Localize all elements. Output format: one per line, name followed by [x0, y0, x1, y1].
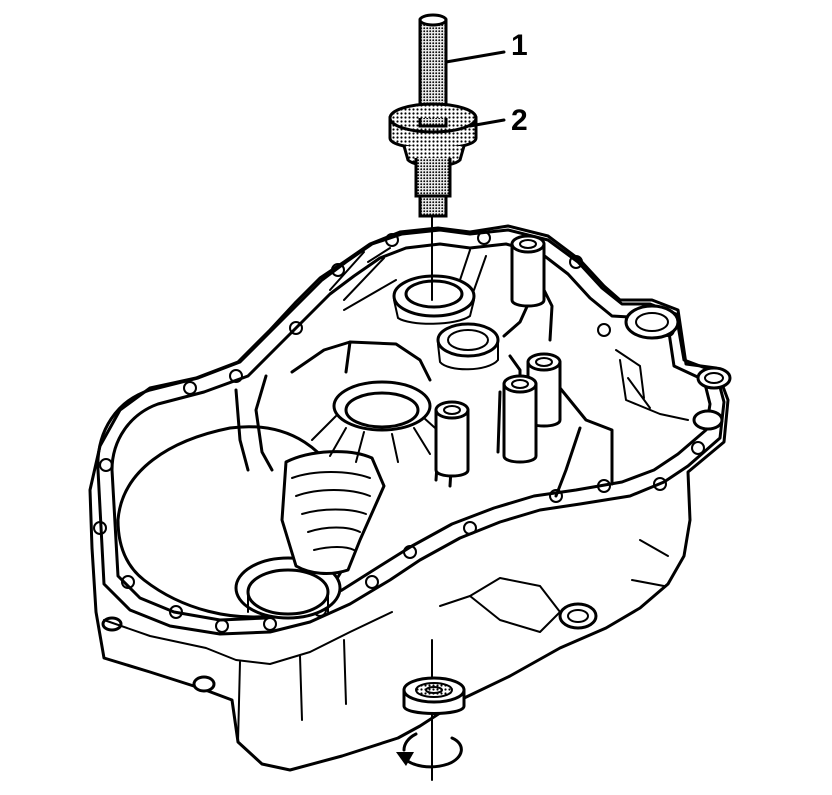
- callout-2-leader: [468, 118, 506, 128]
- case-flange-outer: [96, 228, 726, 636]
- transaxle-case: [88, 224, 732, 772]
- tool-pilot: [414, 158, 452, 198]
- callout-1-leader: [444, 50, 506, 64]
- callout-label-1: 1: [511, 29, 528, 62]
- callout-label-2: 2: [511, 104, 528, 137]
- rotate-arrow-icon: [396, 732, 463, 769]
- seal-installer-tool: [388, 13, 478, 218]
- mainshaft-bore: [436, 322, 500, 371]
- case-flange-inner: [110, 242, 712, 622]
- case-bosses: [101, 234, 732, 693]
- stepped-drum: [280, 450, 386, 575]
- input-shaft-seal: [402, 676, 466, 715]
- input-shaft-seal-bore: [329, 247, 487, 325]
- center-bearing-bore: [311, 380, 445, 463]
- case-skirt-details: [103, 359, 689, 743]
